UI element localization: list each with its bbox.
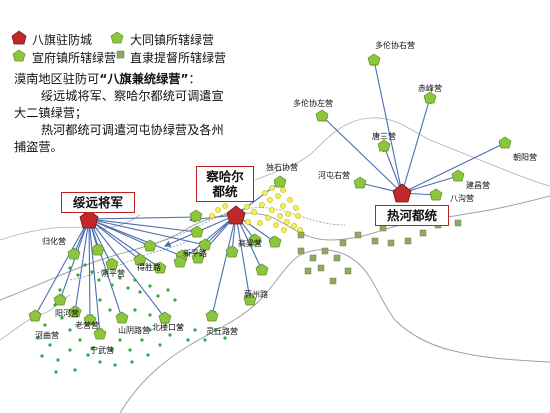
place-zhouzhou: 蔚州路 [244,290,268,299]
legend: 八旗驻防城 大同镇所辖绿营 宣府镇所辖绿营 直隶提督所辖绿营 [14,30,274,66]
note-line1-text: 漠南地区驻防可 [14,72,100,86]
place-yanghe: 阳河营 [55,309,79,318]
note-line1-end: ： [188,72,201,86]
zhili-garrisons [297,219,462,285]
suiyuan-label: 绥远将军 [61,192,135,213]
place-laoying: 老营营 [75,321,99,330]
legend-symbols [11,30,125,62]
great-wall-line-2 [69,239,191,281]
map-boundary-south [119,249,550,413]
annotation-text: 漠南地区驻防可“八旗兼统绿营”： 绥远城将军、察哈尔都统可调遣宣大二镇绿营； 热… [14,71,234,156]
place-guihua: 归化营 [42,237,66,246]
datong-garrisons [28,53,512,340]
legend-baqi-label: 八旗驻防城 [32,32,93,47]
place-chaoyang: 朝阳营 [513,153,537,162]
note-line-3: 热河都统可调遣河屯协绿营及各州捕盗营。 [14,123,224,154]
legend-zhili-label: 直隶提督所辖绿营 [130,50,227,65]
suiyuan-capital-marker [79,209,99,229]
place-hetun-right: 河屯右营 [318,171,350,180]
place-chifeng: 赤峰营 [418,84,442,93]
place-hequ: 河曲营 [35,331,59,340]
xuanfu-garrisons [209,185,303,233]
note-line1-bold: “八旗兼统绿营” [99,72,189,86]
datong-minor-posts [36,263,227,374]
place-bagou: 八沟营 [450,194,474,203]
map-region-outline [254,117,550,187]
place-jianchang: 建昌营 [466,181,490,190]
place-lingqiu: 灵丘路营 [206,327,238,336]
chahar-label: 察哈尔都统 [196,166,254,202]
place-xinping: 新平路 [183,249,207,258]
legend-capital-icon [11,30,27,45]
place-gaoliang: 高粱营 [238,239,262,248]
note-line-1: 漠南地区驻防可“八旗兼统绿营”： [14,71,234,88]
place-duolun-right: 多伦协右营 [375,41,415,50]
rehe-arrows [321,58,506,198]
rehe-label: 热河都统 [375,205,449,226]
legend-xuanfu-label: 宣府镇所辖绿营 [32,50,117,65]
great-wall-line [149,207,346,246]
legend-datong-icon [110,31,124,44]
capitals [79,183,412,229]
legend-xuanfu-icon [12,49,26,62]
legend-datong-label: 大同镇所辖绿营 [130,32,215,47]
place-shuoping: 朔平营 [101,269,125,278]
place-ningwu: 宁武营 [90,346,114,355]
place-duolun-left: 多伦协左营 [293,99,333,108]
suiyuan-arrows [34,213,207,336]
note-line-2: 绥远城将军、察哈尔都统可调遣宣大二镇绿营； [14,89,224,120]
map-boundary [0,195,550,301]
legend-row-1: 八旗驻防城 大同镇所辖绿营 [14,30,274,48]
place-tangsan: 唐三营 [372,132,396,141]
chahar-capital-marker [226,205,246,225]
place-dezheng: 得胜路 [137,263,161,272]
legend-zhili-icon [116,50,125,59]
rehe-capital-marker [392,183,412,203]
legend-row-2: 宣府镇所辖绿营 直隶提督所辖绿营 [14,48,274,66]
place-dushi: 独石协营 [266,163,298,172]
place-beilou: 北楼口营 [152,323,184,332]
place-shanyin: 山阴路营 [118,326,150,335]
